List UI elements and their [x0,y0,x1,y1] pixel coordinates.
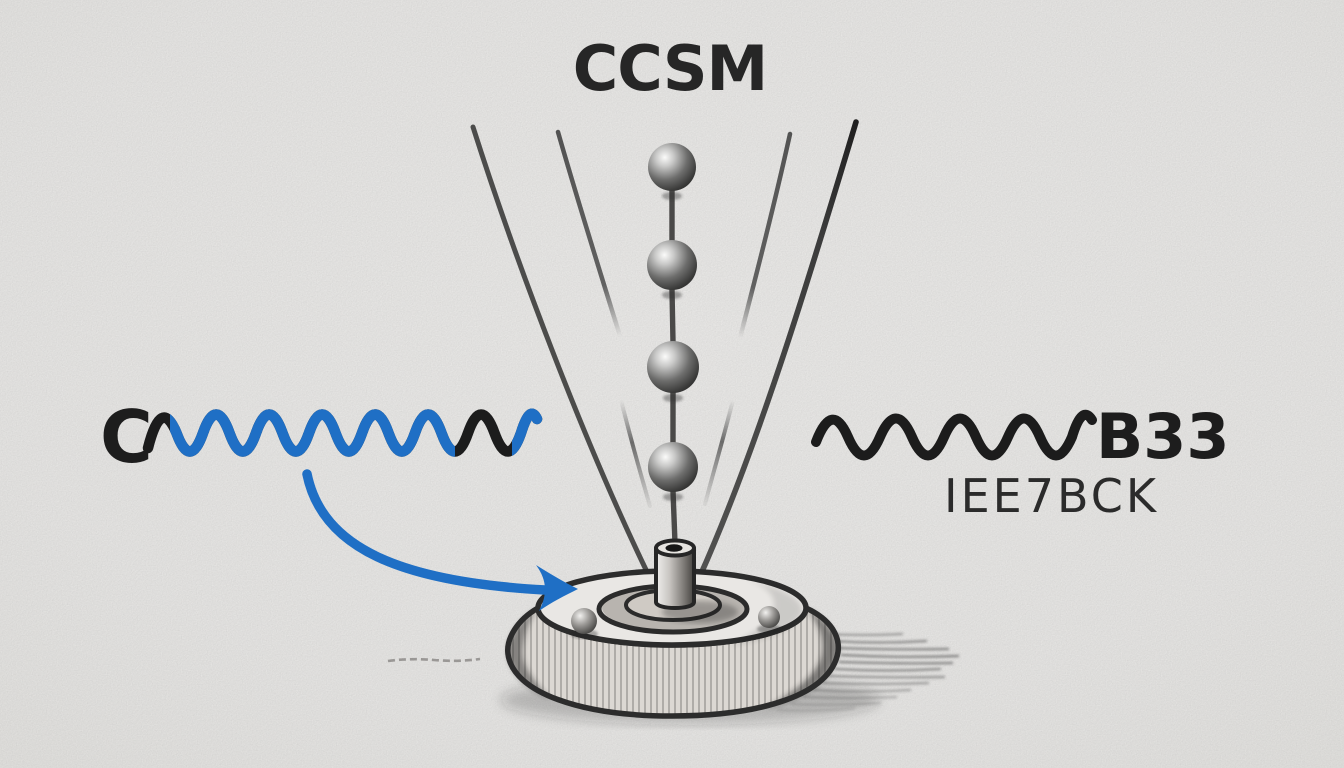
emission-line [555,129,623,339]
bead-shadows [662,192,683,501]
cylinder [654,538,696,610]
emitter-device [387,119,960,724]
input-signal-label: C [100,395,153,479]
cylinder-hole [665,544,683,552]
emission-line [470,124,652,579]
output-signal-label: B33 [1096,400,1230,473]
output-signal: B33 IEE7BCK [811,400,1230,523]
bead [648,143,696,191]
blue-arrow [302,469,578,611]
bead [647,240,697,290]
emission-lines [470,119,859,579]
emission-line [697,119,859,579]
emission-line [619,398,652,508]
base [505,538,842,719]
ground-scribble [387,657,481,663]
emission-line [703,398,735,506]
bead [647,341,699,393]
rivet-left [571,608,597,634]
arrowhead [536,565,578,611]
bead-rod [647,143,699,546]
rivet-right [758,606,780,628]
emission-line [737,131,793,341]
output-signal-code: IEE7BCK [944,469,1159,523]
page-title: CCSM [573,32,768,105]
input-signal: C [100,395,578,611]
bead [648,442,698,492]
output-signal-wave [811,409,1097,461]
